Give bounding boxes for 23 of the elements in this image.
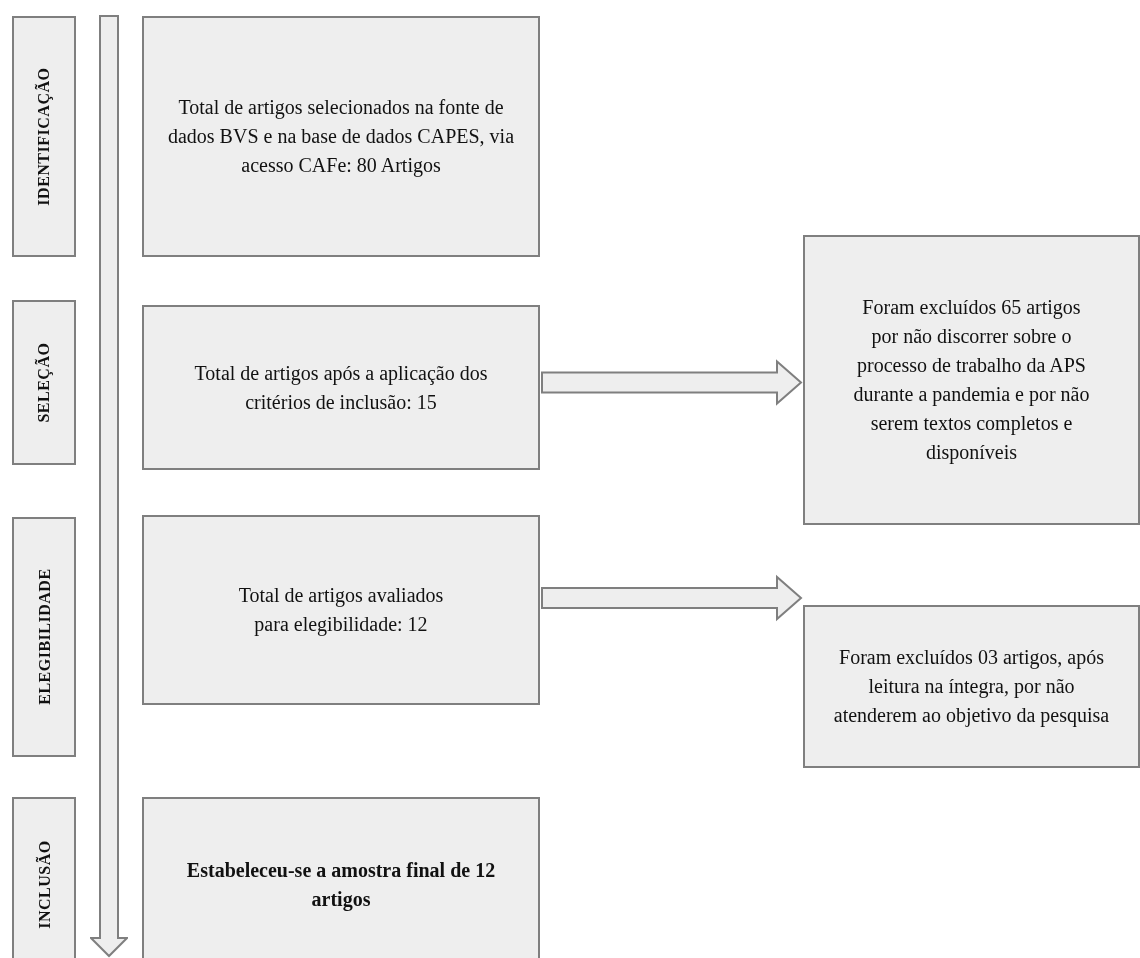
block-arrow xyxy=(541,359,803,406)
process-box xyxy=(142,305,540,470)
stage-label: SELEÇÃO xyxy=(34,342,54,423)
box-text: Total de artigos selecionados na fonte de dados BVS e na base de dados CAPES, via acesso CAFe: 80 Artigos xyxy=(166,95,516,179)
stage-label-box xyxy=(12,300,76,465)
process-box xyxy=(142,515,540,705)
box-text: Foram excluídos 03 artigos, após leitura na íntegra, por não atenderem ao objetivo da pesquisa xyxy=(832,645,1111,729)
box-text: Estabeleceu-se a amostra final de 12 artigos xyxy=(185,857,497,913)
block-arrow xyxy=(541,574,803,622)
timeline-arrow xyxy=(90,15,128,958)
stage-label-box xyxy=(12,797,76,958)
stage-label-box xyxy=(12,517,76,757)
process-box xyxy=(803,605,1140,768)
stage-label: ELEGIBILIDADE xyxy=(34,568,54,706)
process-box xyxy=(142,797,540,958)
process-box xyxy=(142,16,540,257)
box-text: Total de artigos após a aplicação dos critérios de inclusão: 15 xyxy=(193,360,489,415)
box-text: Total de artigos avaliados para elegibilidade: 12 xyxy=(237,583,445,638)
stage-label-box xyxy=(12,16,76,257)
stage-label: INCLUSÃO xyxy=(34,840,54,929)
process-box xyxy=(803,235,1140,525)
stage-label: IDENTIFICAÇÃO xyxy=(34,67,54,206)
box-text: Foram excluídos 65 artigos por não discorrer sobre o processo de trabalho da APS durante a pandemia e por não serem textos completos e disponíveis xyxy=(852,295,1091,466)
